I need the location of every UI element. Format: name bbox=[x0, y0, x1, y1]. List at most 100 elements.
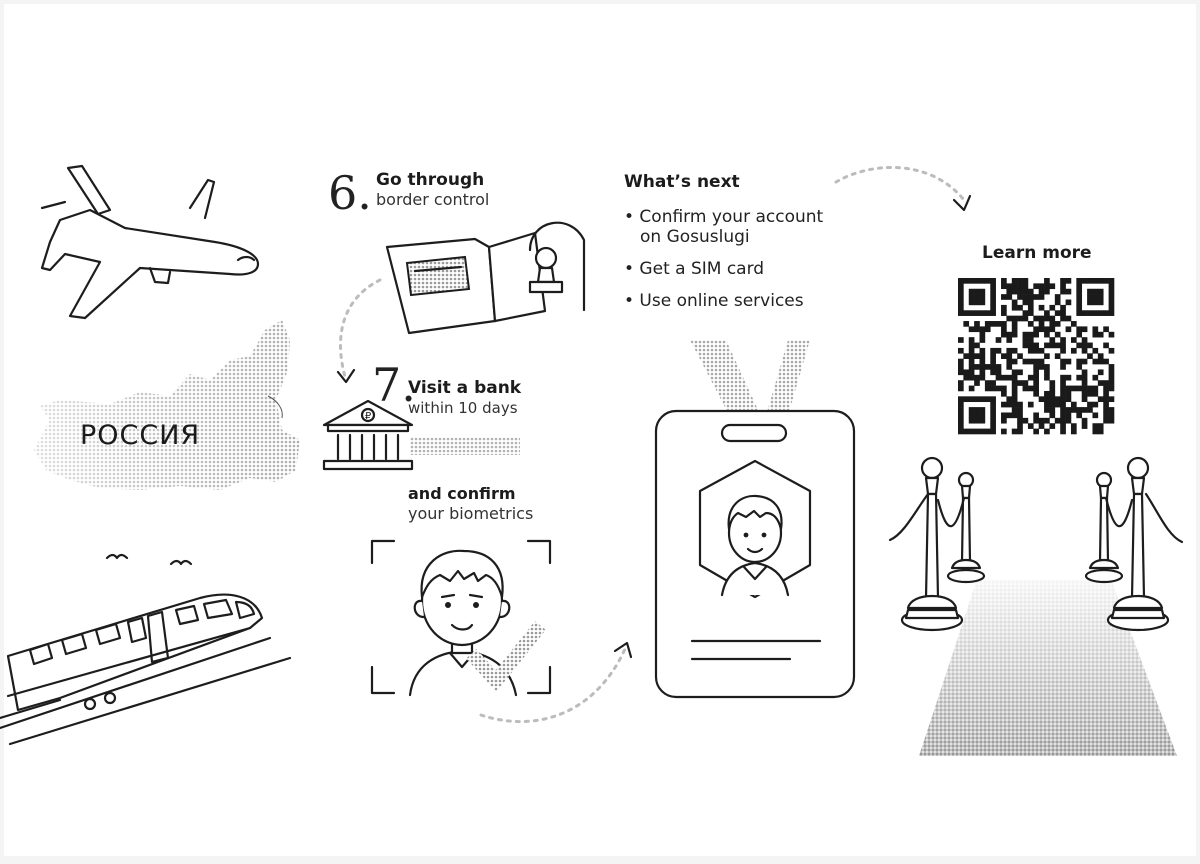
qr-module bbox=[958, 337, 964, 343]
qr-module bbox=[1033, 417, 1039, 424]
qr-module bbox=[1108, 407, 1115, 413]
qr-module bbox=[1044, 342, 1050, 349]
qr-module bbox=[1054, 417, 1061, 424]
bank-icon: ₽ bbox=[322, 399, 414, 471]
qr-module bbox=[1044, 396, 1050, 403]
qr-module bbox=[1038, 283, 1045, 290]
qr-module bbox=[1092, 310, 1099, 316]
qr-module bbox=[1108, 374, 1115, 381]
qr-module bbox=[1027, 321, 1034, 327]
qr-module bbox=[968, 374, 975, 381]
qr-module bbox=[1081, 358, 1088, 365]
qr-module bbox=[1081, 390, 1088, 397]
qr-module bbox=[1103, 417, 1109, 424]
qr-module bbox=[1076, 364, 1083, 370]
qr-module bbox=[1103, 390, 1109, 397]
qr-module bbox=[990, 407, 996, 413]
qr-module bbox=[958, 385, 964, 392]
map-label-russia: РОССИЯ bbox=[80, 420, 201, 451]
qr-module bbox=[968, 278, 975, 284]
qr-module bbox=[984, 396, 991, 403]
qr-module bbox=[963, 374, 970, 381]
qr-module bbox=[1060, 315, 1066, 322]
qr-module bbox=[968, 407, 975, 413]
qr-module bbox=[990, 304, 996, 311]
qr-module bbox=[1006, 412, 1013, 419]
qr-module bbox=[1054, 299, 1061, 306]
qr-module bbox=[974, 299, 980, 306]
qr-module bbox=[1108, 396, 1115, 403]
qr-module bbox=[1060, 407, 1066, 413]
qr-module bbox=[1038, 423, 1045, 429]
qr-module bbox=[979, 396, 986, 403]
qr-module bbox=[1006, 401, 1013, 408]
qr-module bbox=[1011, 385, 1018, 392]
qr-module bbox=[1076, 385, 1083, 392]
qr-module bbox=[1060, 390, 1066, 397]
qr-module bbox=[1001, 401, 1007, 408]
qr-module bbox=[1076, 283, 1083, 290]
qr-module bbox=[974, 278, 980, 284]
qr-module bbox=[1006, 374, 1013, 381]
qr-module bbox=[1103, 342, 1109, 349]
qr-module bbox=[1060, 412, 1066, 419]
qr-module bbox=[1108, 310, 1115, 316]
qr-module bbox=[958, 401, 964, 408]
qr-module bbox=[1011, 374, 1018, 381]
qr-module bbox=[1038, 364, 1045, 370]
qr-module bbox=[1006, 315, 1013, 322]
qr-module bbox=[1092, 326, 1099, 333]
qr-module bbox=[1011, 401, 1018, 408]
qr-module bbox=[1092, 412, 1099, 419]
qr-module bbox=[1027, 288, 1034, 295]
qr-module bbox=[1027, 401, 1034, 408]
qr-module bbox=[1087, 342, 1093, 349]
qr-module bbox=[1092, 294, 1099, 300]
qr-module bbox=[1092, 401, 1099, 408]
qr-module bbox=[974, 326, 980, 333]
qr-module bbox=[974, 294, 980, 300]
qr-module bbox=[1044, 315, 1050, 322]
qr-module bbox=[1011, 299, 1018, 306]
qr-module bbox=[1022, 310, 1029, 316]
qr-module bbox=[990, 310, 996, 316]
qr-module bbox=[1097, 331, 1104, 338]
qr-module bbox=[974, 428, 980, 435]
step-6-title: Go through bbox=[376, 170, 485, 190]
qr-module bbox=[1038, 304, 1045, 311]
qr-module bbox=[1011, 396, 1018, 403]
qr-module bbox=[1033, 283, 1039, 290]
qr-module bbox=[1044, 283, 1050, 290]
whats-next-heading: What’s next bbox=[624, 172, 740, 192]
qr-module bbox=[995, 385, 1002, 392]
qr-module bbox=[974, 342, 980, 349]
qr-module bbox=[1006, 331, 1013, 338]
qr-module bbox=[1038, 347, 1045, 354]
qr-module bbox=[990, 278, 996, 284]
qr-code-icon[interactable] bbox=[958, 278, 1115, 435]
qr-module bbox=[1065, 407, 1072, 413]
qr-module bbox=[968, 428, 975, 435]
qr-module bbox=[1065, 374, 1072, 381]
qr-module bbox=[1033, 385, 1039, 392]
qr-module bbox=[1011, 428, 1018, 435]
qr-module bbox=[1049, 283, 1056, 290]
qr-module bbox=[1011, 283, 1018, 290]
qr-module bbox=[1065, 299, 1072, 306]
russia-map-icon bbox=[34, 320, 300, 490]
qr-module bbox=[1022, 315, 1029, 322]
qr-module bbox=[1060, 304, 1066, 311]
qr-module bbox=[1001, 278, 1007, 284]
qr-module bbox=[1027, 342, 1034, 349]
qr-module bbox=[1001, 294, 1007, 300]
qr-module bbox=[1081, 385, 1088, 392]
stanchions-icon bbox=[888, 456, 1184, 632]
biometrics-subtitle: your biometrics bbox=[408, 504, 534, 523]
qr-module bbox=[979, 310, 986, 316]
qr-module bbox=[1108, 364, 1115, 370]
qr-module bbox=[1097, 358, 1104, 365]
qr-module bbox=[963, 396, 970, 403]
qr-module bbox=[1092, 390, 1099, 397]
qr-module bbox=[958, 423, 964, 429]
qr-module bbox=[1017, 294, 1023, 300]
